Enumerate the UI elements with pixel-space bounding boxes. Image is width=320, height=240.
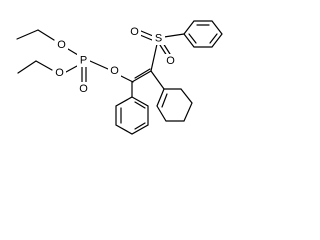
- bond-ethyl-upper-ch3: [16, 29, 39, 40]
- atom-bg-o-sulfonyl-bottom: [164, 54, 177, 67]
- bond-s-o-left-a: [140, 30, 154, 37]
- atom-bg-o-sulfonyl-left: [128, 25, 141, 38]
- atom-label-layer: O O P O O S O O: [53, 25, 177, 95]
- atom-bg-s: [152, 31, 165, 45]
- oxygen-label-phosphoryl: O: [79, 83, 88, 95]
- bond-ethyl-lower-ch2: [35, 60, 53, 71]
- oxygen-label-sulfonyl-left: O: [130, 26, 139, 38]
- bond-vinyl-s: [150, 43, 158, 72]
- bond-ethyl-lower-o-p: [65, 65, 78, 73]
- bond-ethyl-upper-o-p: [67, 48, 79, 56]
- oxygen-label-ethyl-upper: O: [57, 39, 66, 51]
- ring-phenyl-vinyl-db3: [134, 101, 146, 109]
- bond-vinyl-cyclohexenyl: [150, 70, 165, 90]
- ring-phenyl-sulfonyl: [183, 20, 223, 48]
- bond-ethyl-upper-ch2: [37, 29, 55, 41]
- oxygen-label-ester-right: O: [110, 65, 119, 77]
- bond-p-o-ester: [89, 60, 109, 70]
- ring-phenyl-sulfonyl-db2: [209, 33, 218, 44]
- bond-layer: [16, 20, 223, 135]
- bond-o-vinyl: [120, 75, 134, 83]
- ring-phenyl-vinyl-db2: [134, 122, 146, 130]
- phosphorus-label: P: [80, 54, 87, 66]
- chemical-structure-diagram: O O P O O S O O: [16, 20, 223, 135]
- ring-phenyl-vinyl: [115, 96, 149, 135]
- oxygen-label-ester-left: O: [55, 67, 64, 79]
- atom-bg-o-ester: [108, 64, 121, 77]
- ring-cyclohexenyl-db: [161, 93, 168, 108]
- atom-bg-o-upper: [55, 38, 68, 51]
- bond-s-phenyl: [163, 33, 185, 38]
- bond-ethyl-lower-ch3: [17, 60, 37, 74]
- atom-bg-o-lower: [53, 66, 66, 79]
- atom-bg-p: [77, 53, 90, 67]
- sulfur-label: S: [155, 32, 162, 44]
- atom-bg-o-phosphoryl: [77, 82, 90, 95]
- ring-cyclohexenyl: [156, 88, 193, 122]
- bond-vinyl-c1-c2-inner: [134, 68, 151, 79]
- oxygen-label-sulfonyl-bottom: O: [166, 55, 175, 67]
- bond-vinyl-c1-c2: [131, 70, 152, 83]
- ring-phenyl-sulfonyl-db3: [188, 33, 197, 44]
- bond-s-o-left-b: [139, 34, 153, 41]
